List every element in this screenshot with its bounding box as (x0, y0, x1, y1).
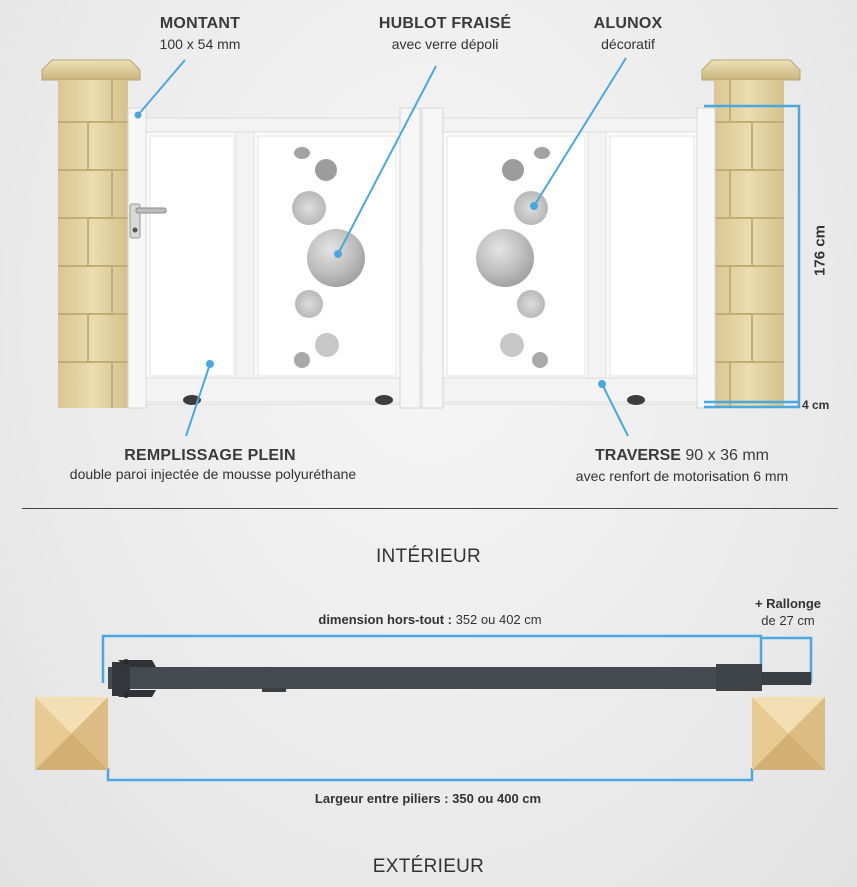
traverse-title-bold: TRAVERSE (595, 447, 681, 464)
plan-view (35, 634, 825, 782)
overall-dimension-caption: dimension hors-tout : (318, 612, 452, 627)
gap-dimension-label: 4 cm (802, 398, 830, 412)
pillar-width-label: Largeur entre piliers : 350 ou 400 cm (314, 791, 542, 806)
traverse-subtitle: avec renfort de motorisation 6 mm (575, 468, 789, 484)
alunox-title: ALUNOX (593, 15, 663, 32)
overall-dimension-label: dimension hors-tout : 352 ou 402 cm (280, 612, 580, 627)
left-decorations (292, 147, 365, 368)
plan-left-pillar (35, 697, 108, 770)
alunox-subtitle: décoratif (601, 36, 655, 52)
extension-value: de 27 cm (761, 613, 815, 628)
montant-title: MONTANT (159, 15, 241, 32)
interior-title: INTÉRIEUR (375, 546, 482, 567)
plan-right-pillar (752, 697, 825, 770)
exterior-title: EXTÉRIEUR (372, 856, 485, 877)
remplissage-title: REMPLISSAGE PLEIN (124, 447, 296, 464)
height-dimension-label: 176 cm (811, 225, 829, 276)
montant-subtitle: 100 x 54 mm (159, 36, 241, 52)
extension-title: + Rallonge (754, 596, 822, 611)
callout-dots (134, 111, 606, 388)
left-pillar (41, 59, 141, 408)
section-divider (22, 508, 838, 509)
gate (127, 107, 716, 409)
remplissage-subtitle: double paroi injectée de mousse polyurét… (69, 466, 357, 482)
traverse-title: TRAVERSE 90 x 36 mm (560, 447, 804, 465)
traverse-title-dims: 90 x 36 mm (680, 447, 769, 464)
callout-lines (137, 57, 629, 437)
overall-dimension-value: 352 ou 402 cm (451, 612, 542, 627)
height-bracket (704, 104, 801, 409)
right-decorations (476, 147, 550, 368)
hublot-subtitle: avec verre dépoli (391, 36, 499, 52)
hublot-title: HUBLOT FRAISÉ (378, 15, 512, 32)
right-pillar (701, 59, 801, 408)
